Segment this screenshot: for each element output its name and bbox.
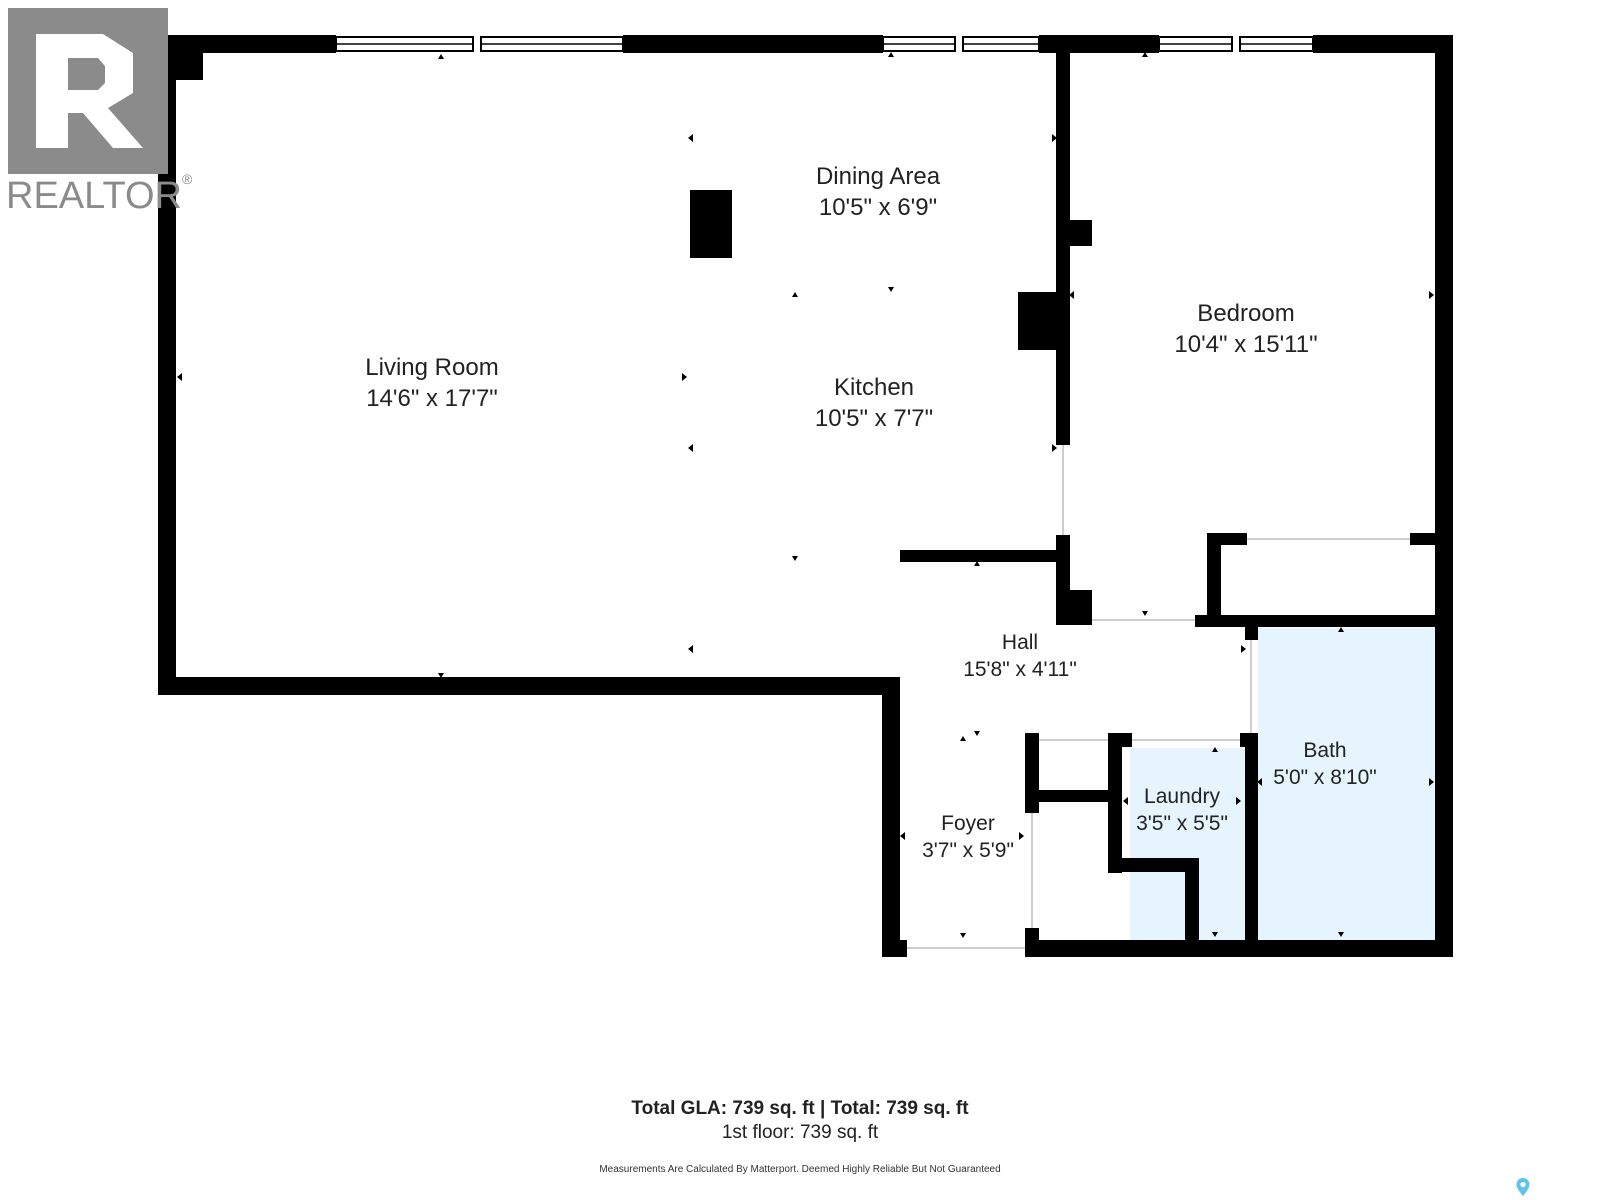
- room-name: Laundry: [1144, 785, 1220, 808]
- room-name: Living Room: [365, 354, 499, 381]
- room-bath: Bath 5'0" x 8'10": [1273, 737, 1377, 792]
- room-name: Kitchen: [833, 374, 915, 401]
- room-dining: Dining Area 10'5" x 6'9": [816, 161, 940, 223]
- room-name: Foyer: [941, 812, 995, 835]
- realtor-logo-mark: [8, 8, 168, 174]
- floor-area: 1st floor: 739 sq. ft: [721, 1122, 879, 1143]
- openings: [907, 445, 1410, 949]
- room-dimensions: 5'0" x 8'10": [1273, 766, 1377, 790]
- room-dimensions: 10'5" x 6'9": [818, 194, 938, 222]
- area-totals: Total GLA: 739 sq. ft | Total: 739 sq. f…: [631, 1098, 968, 1144]
- realtor-logo-icon: REALTOR®: [0, 0, 192, 220]
- room-bedroom: Bedroom 10'4" x 15'11": [1174, 298, 1317, 360]
- location-pin-icon: [1516, 1178, 1530, 1196]
- room-living: Living Room 14'6" x 17'7": [365, 352, 498, 414]
- room-dimensions: 10'5" x 7'7": [814, 405, 934, 433]
- room-dimensions: 14'6" x 17'7": [366, 385, 498, 413]
- room-name: Hall: [1001, 631, 1039, 654]
- bath-fill: [1258, 628, 1440, 941]
- measurement-disclaimer: Measurements Are Calculated By Matterpor…: [599, 1164, 1001, 1175]
- room-foyer: Foyer 3'7" x 5'9": [922, 810, 1014, 865]
- total-gla: Total GLA: 739 sq. ft | Total: 739 sq. f…: [631, 1098, 969, 1119]
- room-name: Dining Area: [815, 163, 941, 190]
- room-laundry: Laundry 3'5" x 5'5": [1136, 783, 1228, 838]
- room-dimensions: 10'4" x 15'11": [1174, 331, 1318, 359]
- room-kitchen: Kitchen 10'5" x 7'7": [815, 372, 933, 434]
- room-dimensions: 3'5" x 5'5": [1136, 812, 1228, 836]
- realtor-logo-text: REALTOR®: [6, 171, 193, 217]
- room-name: Bedroom: [1197, 300, 1295, 327]
- walls: [158, 35, 1453, 957]
- dimension-markers: [177, 52, 1434, 938]
- room-dimensions: 3'7" x 5'9": [922, 839, 1014, 863]
- room-name: Bath: [1303, 739, 1347, 762]
- closet-fill: [1214, 560, 1440, 615]
- room-dimensions: 15'8" x 4'11": [963, 658, 1077, 682]
- room-hall: Hall 15'8" x 4'11": [963, 629, 1077, 684]
